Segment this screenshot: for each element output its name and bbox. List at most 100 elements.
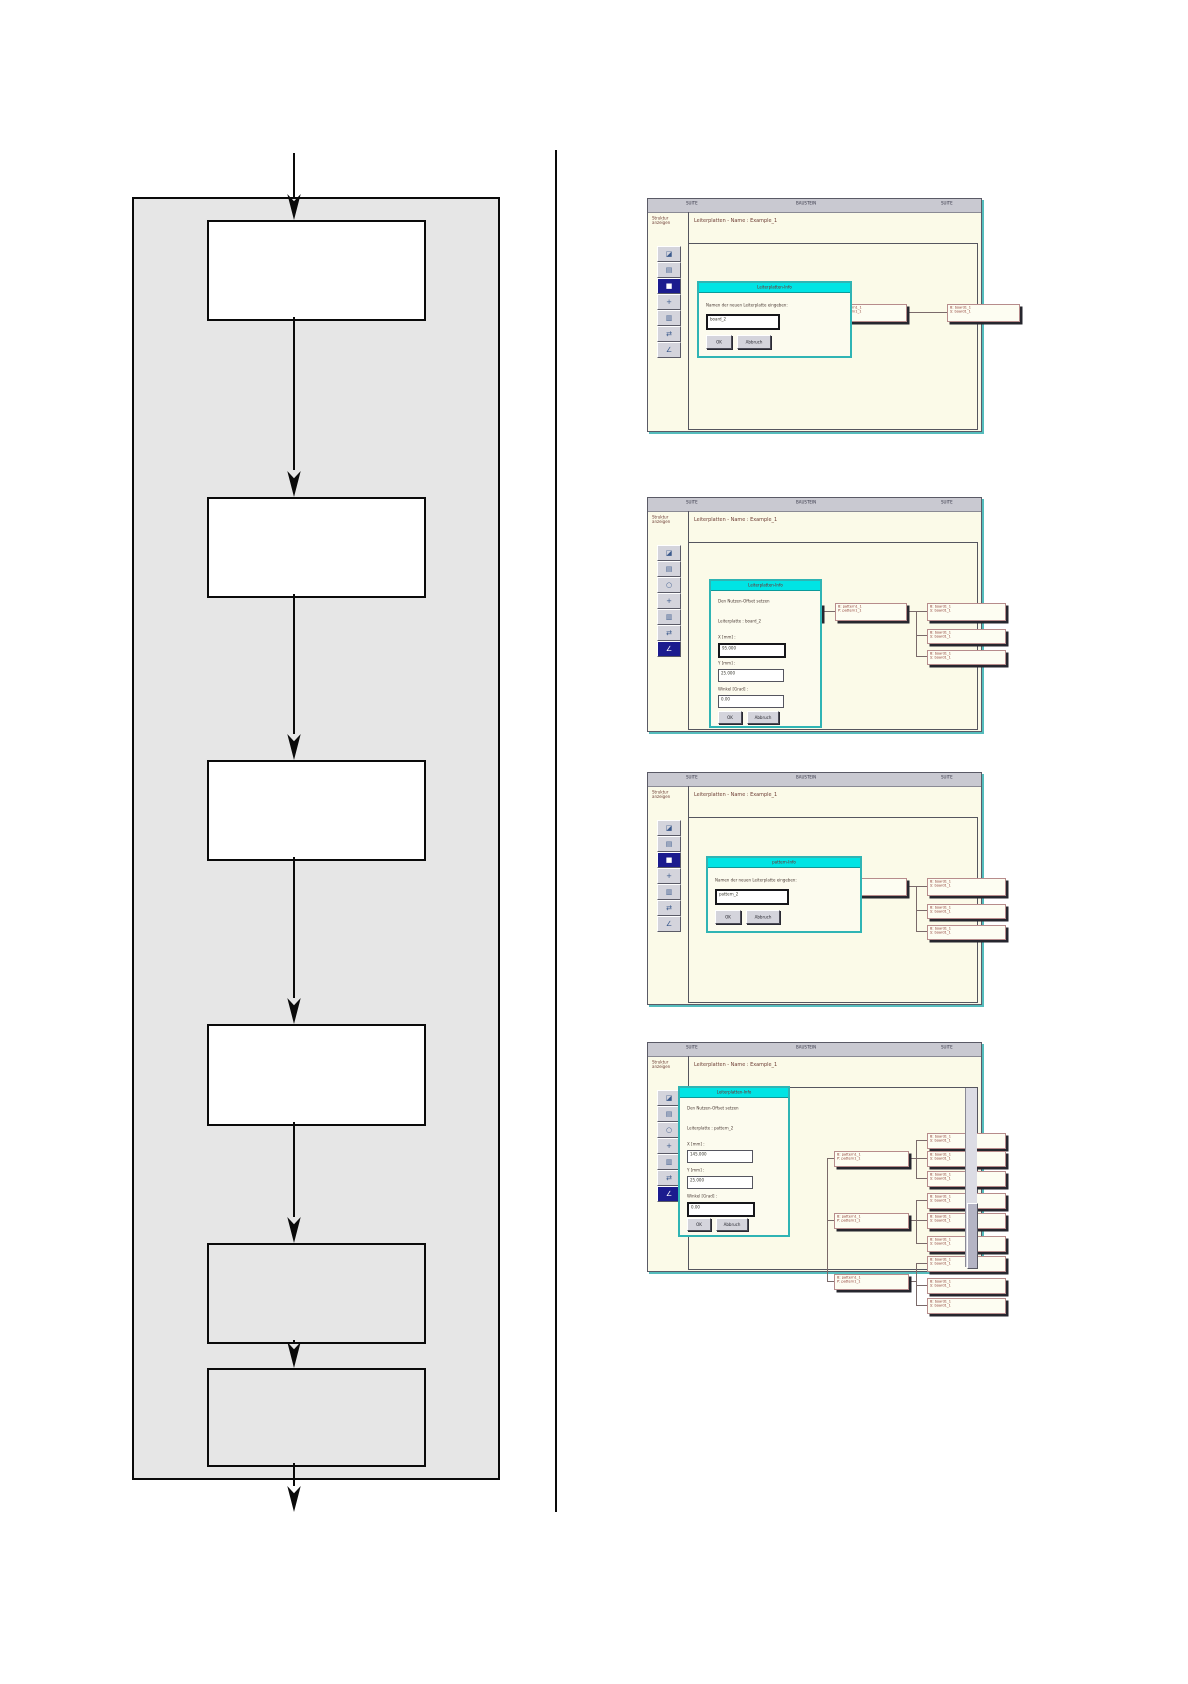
draw-icon: ◪ (665, 1094, 673, 1102)
tree-node[interactable]: B: board1_1 S: board1_1 (927, 1278, 1006, 1294)
new-page-icon[interactable]: ▥ (657, 609, 681, 625)
move-icon[interactable]: + (657, 868, 681, 884)
vertical-scrollbar[interactable] (965, 1088, 978, 1269)
x-input-value: 145.000 (690, 1152, 707, 1157)
titlebar-left-label: SUITE (686, 775, 698, 780)
swap-icon: ⇄ (666, 330, 672, 338)
new-page-icon[interactable]: ▥ (657, 310, 681, 326)
tree-node[interactable]: B: pattern1_1 P: pattern1_1 (834, 1213, 909, 1229)
draw-icon[interactable]: ◪ (657, 545, 681, 561)
tree-node[interactable]: B: board1_1 S: board1_1 (927, 1298, 1006, 1314)
dialog-titlebar[interactable]: Leiterplatten-Info (680, 1088, 788, 1098)
ok-button-label: OK (696, 1222, 702, 1227)
tree-node[interactable]: B: pattern1_1 P: pattern1_1 (835, 603, 907, 621)
tree-connector (907, 1281, 916, 1282)
tree-node[interactable]: B: board1_1 S: board1_1 (927, 904, 1006, 919)
board-name-header: Leiterplatten - Name : Example_1 (694, 517, 778, 523)
dialog-titlebar[interactable]: pattern-Info (708, 858, 860, 868)
tree-node[interactable]: B: board1_1 S: board1_1 (927, 603, 1006, 621)
x-input[interactable]: 95.000 (718, 643, 786, 658)
board-view-icon: ○ (665, 581, 673, 589)
tree-connector (916, 931, 927, 932)
tree-node[interactable]: B: board1_1 S: board1_1 (927, 925, 1006, 940)
field-label: Y [mm] : (718, 661, 736, 666)
tree-node[interactable]: B: board1_1 S: board1_1 (927, 650, 1006, 665)
tree-connector (827, 1220, 834, 1221)
tree-connector (916, 1263, 927, 1264)
angle-tool-icon[interactable]: ∠ (657, 342, 681, 358)
tree-connector (916, 910, 927, 911)
tree-node[interactable]: B: board1_1 S: board1_1 (947, 304, 1020, 322)
angle-input[interactable]: 0.00 (718, 695, 784, 708)
structure-icon: ▤ (665, 1110, 673, 1118)
tree-node-label: B: board1_1 S: board1_1 (930, 630, 952, 639)
x-input[interactable]: 145.000 (687, 1150, 753, 1163)
swap-icon[interactable]: ⇄ (657, 326, 681, 342)
tree-node[interactable]: B: pattern1_1 P: pattern1_1 (834, 1151, 909, 1167)
tree-node[interactable]: B: board1_1 S: board1_1 (927, 878, 1006, 896)
ok-button[interactable]: OK (715, 910, 741, 924)
angle-tool-icon: ∠ (665, 920, 673, 928)
board-view-icon[interactable]: ○ (657, 577, 681, 593)
angle-tool-icon[interactable]: ∠ (657, 641, 681, 657)
ok-button[interactable]: OK (718, 711, 742, 724)
titlebar-center-label: BAUSTEIN (796, 201, 817, 206)
move-icon: + (666, 597, 672, 605)
tree-connector (916, 1200, 917, 1244)
cancel-button[interactable]: Abbruch (737, 335, 771, 349)
swap-icon: ⇄ (666, 629, 672, 637)
cancel-button-label: Abbruch (745, 339, 763, 345)
draw-icon[interactable]: ◪ (657, 246, 681, 262)
tree-connector (916, 611, 927, 612)
draw-icon[interactable]: ◪ (657, 1090, 681, 1106)
dialog-titlebar[interactable]: Leiterplatten-Info (699, 283, 850, 293)
tree-node[interactable]: B: board1_1 S: board1_1 (927, 629, 1006, 644)
step-6 (207, 1368, 426, 1467)
field-label: X [mm] : (718, 635, 736, 640)
cancel-button[interactable]: Abbruch (716, 1218, 748, 1231)
move-icon[interactable]: + (657, 593, 681, 609)
draw-icon[interactable]: ◪ (657, 820, 681, 836)
dialog-message: Namen der neuen Leiterplatte eingeben: (706, 303, 788, 308)
dialog-board-name: Leiterplatte : board_2 (718, 619, 762, 624)
dialog-title: Leiterplatten-Info (748, 583, 783, 588)
board-name-input[interactable]: pattern_2 (715, 889, 789, 905)
angle-tool-icon[interactable]: ∠ (657, 916, 681, 932)
structure-icon[interactable]: ▤ (657, 836, 681, 852)
ok-button[interactable]: OK (706, 335, 732, 349)
ok-button[interactable]: OK (687, 1218, 711, 1231)
tree-node-label: B: board1_1 S: board1_1 (930, 1257, 952, 1266)
move-icon[interactable]: + (657, 294, 681, 310)
cancel-button[interactable]: Abbruch (747, 711, 779, 724)
titlebar-right-label: SUITE (941, 1045, 953, 1050)
swap-icon[interactable]: ⇄ (657, 625, 681, 641)
new-page-icon[interactable]: ▥ (657, 884, 681, 900)
tree-node-label: B: pattern1_1 P: pattern1_1 (837, 1152, 861, 1161)
field-label: Y [mm] : (687, 1168, 705, 1173)
board-view-icon[interactable]: ■ (657, 852, 681, 868)
swap-icon[interactable]: ⇄ (657, 900, 681, 916)
structure-icon[interactable]: ▤ (657, 561, 681, 577)
structure-icon[interactable]: ▤ (657, 262, 681, 278)
dialog-titlebar[interactable]: Leiterplatten-Info (711, 581, 820, 591)
tree-node[interactable]: B: pattern1_1 P: pattern1_1 (834, 1274, 909, 1290)
cancel-button[interactable]: Abbruch (746, 910, 780, 924)
dialog-message: Namen der neuen Leiterplatte eingeben: (715, 878, 797, 883)
board-name-header: Leiterplatten - Name : Example_1 (694, 218, 778, 224)
y-input[interactable]: 25.000 (718, 669, 784, 682)
angle-tool-icon[interactable]: ∠ (657, 1186, 681, 1202)
angle-input-value: 0.00 (691, 1205, 700, 1210)
y-input[interactable]: 25.000 (687, 1176, 753, 1189)
board-name-input[interactable]: board_2 (706, 314, 780, 330)
board-view-icon[interactable]: ■ (657, 278, 681, 294)
board-view-icon: ■ (665, 282, 673, 290)
angle-input[interactable]: 0.00 (687, 1202, 755, 1217)
